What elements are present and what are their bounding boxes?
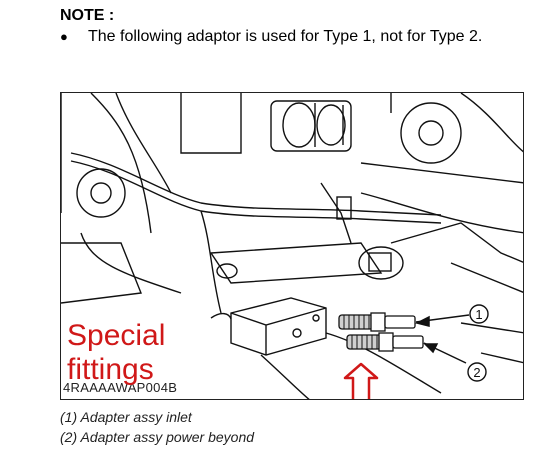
special-fittings-text: Special fittings xyxy=(67,319,166,386)
special-fittings-annotation: Special fittings xyxy=(67,319,165,387)
figure-code: 4RAAAAWAP004B xyxy=(63,380,178,395)
note-bullet-text: The following adaptor is used for Type 1… xyxy=(88,28,483,45)
note-title: NOTE : xyxy=(60,7,115,24)
callout-1-label: 1 xyxy=(475,307,482,322)
machine-line-drawing: 1 2 xyxy=(61,93,523,399)
callout-2-label: 2 xyxy=(473,365,480,380)
caption-adapter-power-beyond: (2) Adapter assy power beyond xyxy=(60,429,255,445)
red-up-arrow-icon xyxy=(343,362,379,399)
note-bullet: ● The following adaptor is used for Type… xyxy=(60,27,530,47)
bullet-dot-icon: ● xyxy=(60,29,68,44)
caption-adapter-inlet: (1) Adapter assy inlet xyxy=(60,409,192,425)
hydraulic-adapter-figure: 1 2 4RAAAAWAP004B Special fittings xyxy=(60,92,524,400)
